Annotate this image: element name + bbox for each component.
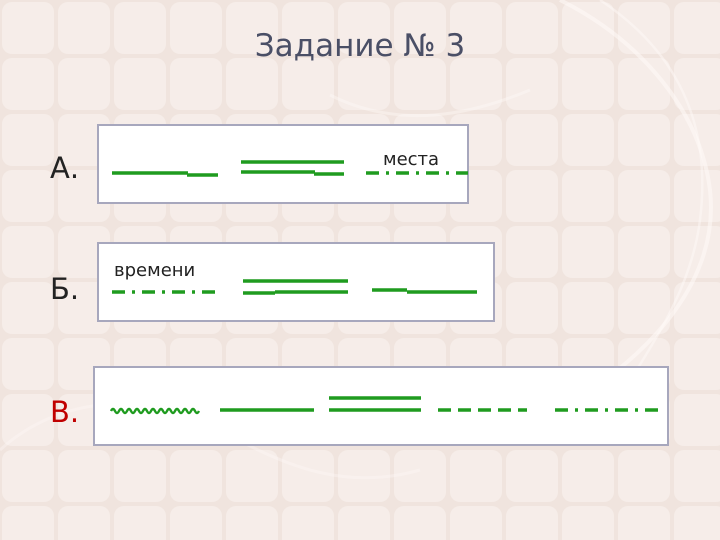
- answer-box-a: [97, 124, 469, 204]
- time-word: времени: [114, 260, 196, 281]
- place-word: места: [383, 149, 440, 170]
- answer-box-b: [97, 242, 495, 322]
- row-label-b: Б.: [50, 272, 80, 306]
- row-label-a: А.: [50, 151, 80, 185]
- page-title: Задание № 3: [254, 28, 466, 64]
- row-label-v: В.: [50, 395, 80, 429]
- answer-box-v: [93, 366, 669, 446]
